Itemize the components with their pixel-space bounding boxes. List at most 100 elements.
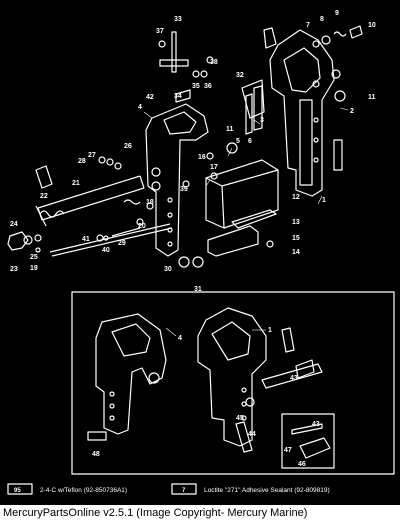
callout-18: 18	[146, 199, 154, 206]
grease-tube-left	[35, 165, 53, 189]
washer-25	[34, 234, 42, 242]
callout-21: 21	[72, 180, 80, 187]
callout-27: 27	[88, 152, 96, 159]
callout-44: 44	[248, 431, 256, 438]
inset-washer-44	[245, 397, 255, 407]
callout-7: 7	[306, 22, 310, 29]
plate-34	[159, 59, 189, 67]
callout-48: 48	[92, 451, 100, 458]
callout-15: 15	[292, 235, 300, 242]
label-42	[175, 89, 191, 103]
inset-swivel-bracket	[95, 313, 167, 435]
callout-25: 25	[30, 254, 38, 261]
washer-22-right	[331, 69, 341, 79]
washer-35	[192, 70, 200, 78]
callout-17: 17	[210, 164, 218, 171]
pin-37	[158, 40, 166, 48]
inset-grease-tube	[281, 327, 295, 353]
plate-46	[299, 437, 331, 459]
callout-47: 47	[284, 447, 292, 454]
callout-12: 12	[292, 194, 300, 201]
legend-badge-95	[7, 483, 33, 495]
callout-29: 29	[118, 240, 126, 247]
callout-16: 16	[198, 154, 206, 161]
callout-19: 19	[30, 265, 38, 272]
callout-1-inset: 1	[268, 327, 272, 334]
washer-8	[321, 35, 331, 45]
washer-11	[226, 142, 238, 154]
nut-23	[7, 231, 29, 251]
callout-46: 46	[298, 461, 306, 468]
transom-bracket-right	[269, 29, 335, 197]
inset-transom-bracket	[197, 307, 267, 447]
washer-38	[206, 56, 214, 64]
bolt-33	[171, 31, 177, 73]
callout-9: 9	[335, 10, 339, 17]
copyright-footer: MercuryPartsOnline v2.5.1 (Image Copyrig…	[0, 505, 400, 522]
exploded-parts-diagram: 1 2 3 4 5 6 7 8 9 10 11 11 12 13 14 15 1…	[0, 0, 400, 505]
nut-7	[312, 40, 320, 48]
spring-9	[333, 31, 347, 37]
callout-2: 2	[350, 108, 354, 115]
tube-32	[241, 79, 265, 119]
callout-28: 28	[78, 158, 86, 165]
legend-badge-7-text: 7	[182, 488, 186, 494]
bracket-cutout	[283, 47, 321, 93]
inset-lever-43	[261, 363, 323, 389]
callout-14: 14	[292, 249, 300, 256]
pad-15	[207, 225, 259, 257]
legend-badge-95-text: 95	[14, 488, 21, 494]
legend-badge-7	[171, 483, 197, 495]
inset-box	[71, 291, 395, 475]
callout-24: 24	[10, 221, 18, 228]
grease-tube-top	[263, 27, 277, 49]
callout-1: 1	[322, 197, 326, 204]
sub-inset-box	[281, 413, 335, 469]
callout-8: 8	[320, 16, 324, 23]
callout-26: 26	[124, 143, 132, 150]
washer-24	[23, 235, 33, 245]
callout-36: 36	[204, 83, 212, 90]
callout-41: 41	[82, 236, 90, 243]
callout-42: 42	[146, 94, 154, 101]
diagram-svg: 1 2 3 4 5 6 7 8 9 10 11 11 12 13 14 15 1…	[7, 10, 395, 495]
callout-34: 34	[174, 93, 182, 100]
callout-22: 22	[40, 193, 48, 200]
plate-6	[245, 93, 253, 135]
callout-37: 37	[156, 28, 164, 35]
callout-43: 43	[290, 375, 298, 382]
legend-left-text: 2-4-C w/Teflon (92-850736A1)	[40, 487, 127, 494]
callout-11b: 11	[368, 94, 376, 101]
callout-23: 23	[10, 266, 18, 273]
callout-38: 38	[210, 59, 218, 66]
callout-39: 39	[180, 186, 188, 193]
label-48	[87, 431, 107, 441]
bolt-14	[266, 240, 274, 248]
pad-13	[231, 209, 277, 229]
plate-3	[253, 85, 263, 131]
callout-40: 40	[102, 247, 110, 254]
nut-31	[192, 256, 204, 268]
callout-10: 10	[368, 22, 376, 29]
swivel-bracket-left	[145, 103, 209, 257]
bracket-rib	[299, 99, 313, 186]
legend-right-text: Loctite "271" Adhesive Sealant (92-80981…	[204, 487, 330, 494]
callout-5: 5	[236, 138, 240, 145]
spring-22	[39, 210, 65, 218]
callout-4-inset: 4	[178, 335, 182, 342]
screw-10	[349, 25, 363, 39]
callout-6: 6	[248, 138, 252, 145]
callout-13: 13	[292, 219, 300, 226]
callout-31: 31	[194, 286, 202, 293]
callout-35: 35	[192, 83, 200, 90]
callout-43b: 43	[312, 421, 320, 428]
tilt-rod	[49, 223, 173, 257]
callout-32: 32	[236, 72, 244, 79]
nut-30	[178, 256, 190, 268]
callout-11: 11	[226, 126, 234, 133]
nut-36	[200, 70, 208, 78]
callout-4: 4	[138, 104, 142, 111]
inset-tube-45	[235, 421, 253, 453]
spring-20	[123, 199, 141, 205]
